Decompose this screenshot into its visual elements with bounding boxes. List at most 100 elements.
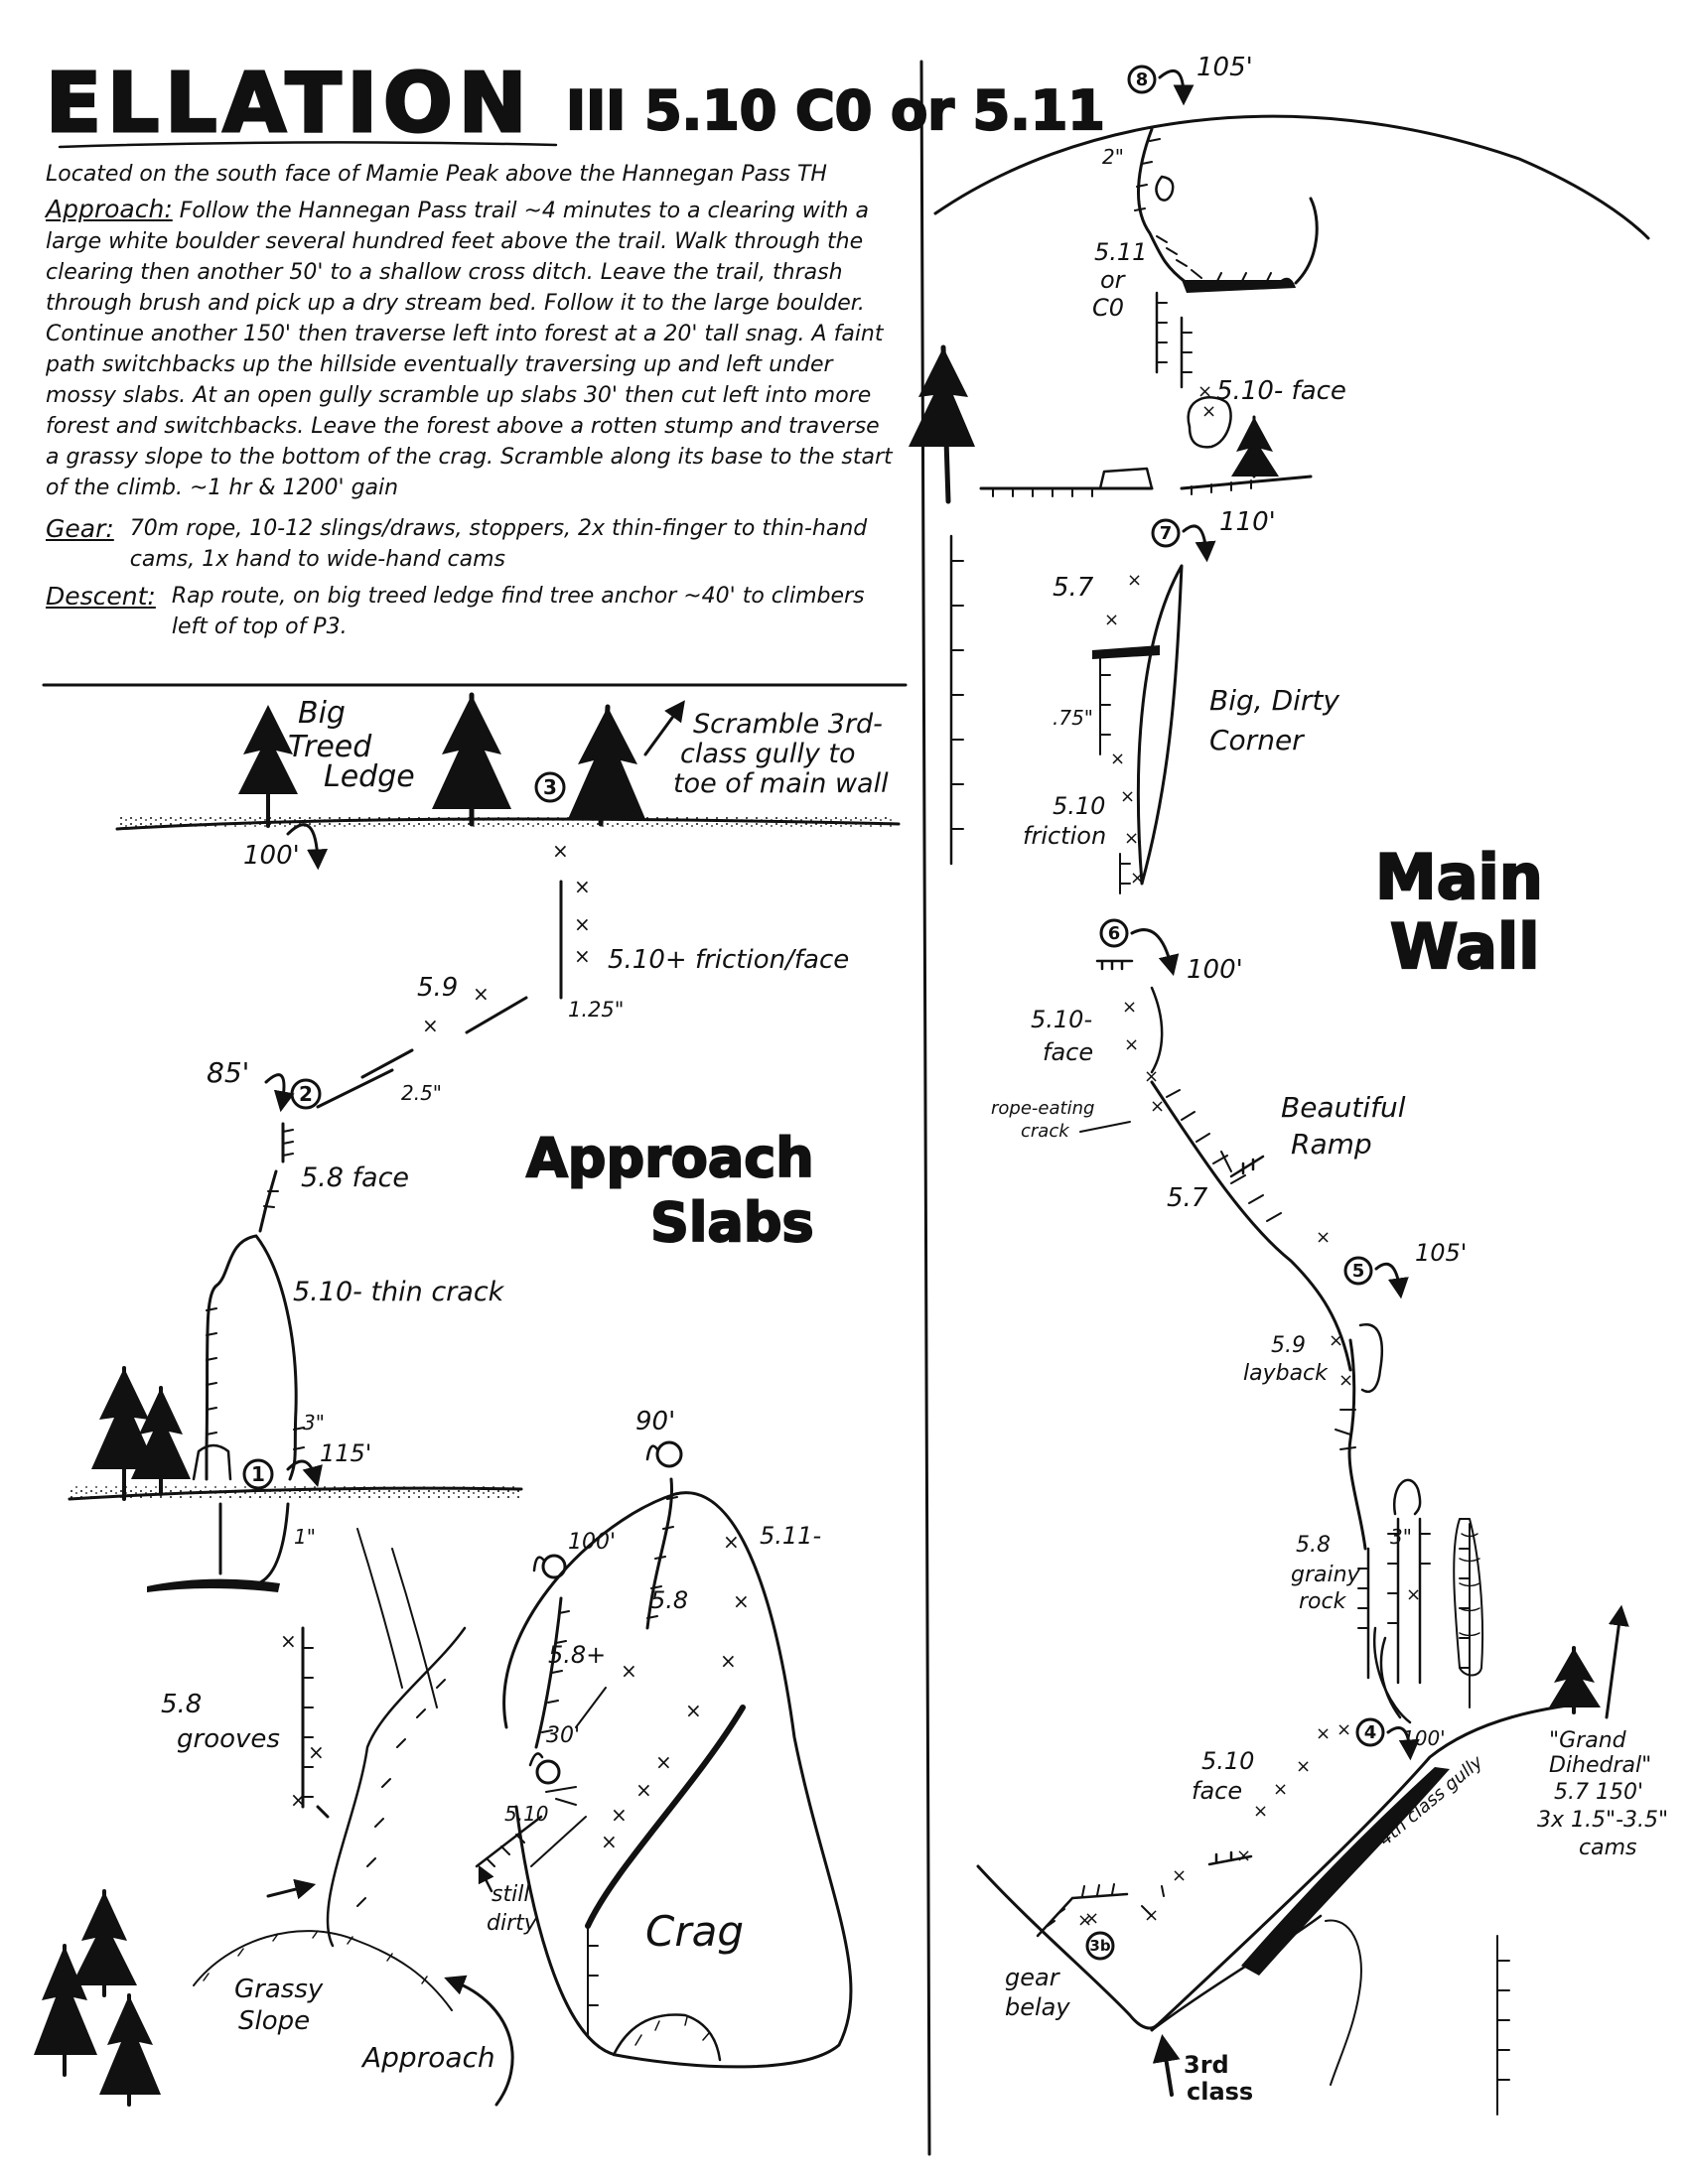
svg-text:×: × — [1110, 749, 1125, 769]
svg-text:×: × — [1077, 1910, 1092, 1931]
svg-text:×: × — [1273, 1779, 1288, 1800]
svg-text:×: × — [655, 1750, 672, 1774]
belay-8-marker — [1127, 65, 1157, 94]
dihedral-flake — [1372, 1626, 1412, 1724]
belay-5-marker — [1343, 1256, 1373, 1286]
svg-text:×: × — [723, 1530, 740, 1554]
tree-icon — [238, 705, 298, 828]
size-3b-label: 3" — [1390, 1525, 1412, 1549]
descent-heading: Descent: — [46, 582, 156, 611]
tree-icon — [71, 1889, 137, 1997]
approach-heading: Approach: — [46, 195, 173, 223]
gear-text: 70m rope, 10-12 slings/draws, stoppers, … — [129, 516, 868, 572]
approach-gully — [976, 1864, 1159, 2030]
svg-text:×: × — [1406, 1584, 1421, 1605]
approach-label: Approach — [360, 2041, 495, 2074]
rappel-arrow — [264, 1073, 295, 1113]
svg-text:×: × — [290, 1788, 307, 1812]
svg-text:×: × — [720, 1649, 737, 1673]
svg-text:×: × — [574, 912, 591, 936]
pitch-2-grade: 5.8 face — [301, 1162, 409, 1193]
grade-511-label: 5.11- — [760, 1522, 821, 1550]
belay-1-number: 1 — [251, 1462, 265, 1486]
svg-text:×: × — [574, 875, 591, 898]
approach-slabs-title: Approach — [526, 1127, 814, 1189]
rappel-100-label: 100' — [243, 841, 300, 871]
location-text: Located on the south face of Mamie Peak … — [46, 162, 827, 187]
pitch-3-size: 1.25" — [568, 998, 624, 1022]
svg-text:×: × — [308, 1740, 325, 1764]
gear-heading: Gear: — [46, 514, 114, 543]
approach-paragraph: Approach: Follow the Hannegan Pass trail… — [46, 194, 900, 503]
belay-8-number: 8 — [1136, 69, 1149, 90]
grade-58-label: 5.8 — [650, 1586, 688, 1614]
svg-text:×: × — [1130, 868, 1145, 888]
crag-label: Crag — [645, 1907, 744, 1956]
svg-text:×: × — [1296, 1756, 1311, 1777]
svg-text:×: × — [473, 982, 490, 1006]
route-58plus — [534, 1596, 563, 1749]
gully-dark-band — [1241, 1767, 1450, 1976]
pitch-1-flake — [205, 1234, 298, 1481]
belay-4-marker — [1355, 1717, 1385, 1747]
main-wall-title-2: Wall — [1390, 910, 1540, 983]
belay-3b-number: 3b — [1089, 1937, 1110, 1955]
grade-57-label: 5.7 — [1053, 573, 1094, 603]
svg-text:×: × — [621, 1659, 637, 1683]
boulder — [612, 2013, 722, 2062]
boulder — [1187, 396, 1232, 449]
svg-text:×: × — [1124, 1034, 1139, 1055]
corner-roof — [1092, 645, 1160, 659]
belay-3b-marker — [1085, 1931, 1115, 1961]
grainy-flake — [1392, 1478, 1422, 1516]
svg-text:×: × — [1124, 828, 1139, 849]
center-divider — [919, 60, 931, 2156]
svg-text:×: × — [1127, 570, 1142, 591]
grand-dihedral-label: "Grand Dihedral" 5.7 150' 3x 1.5"-3.5" c… — [1537, 1728, 1675, 1860]
svg-text:×: × — [1120, 786, 1135, 807]
tree-icon — [909, 344, 975, 504]
belay-7-number: 7 — [1160, 523, 1173, 544]
tree-icon — [1231, 415, 1279, 478]
grade-510-label: 5.10 — [504, 1802, 549, 1826]
belay-5-number: 5 — [1352, 1261, 1365, 1282]
scramble-arrow — [643, 700, 685, 756]
size-2-5-label: 2.5" — [401, 1081, 442, 1105]
svg-text:×: × — [1122, 997, 1137, 1018]
approach-arrow — [266, 1878, 317, 1900]
approach-text: Follow the Hannegan Pass trail ~4 minute… — [46, 199, 893, 500]
belay-2-marker — [290, 1078, 322, 1110]
tree-icon — [568, 704, 645, 827]
svg-text:×: × — [1236, 1845, 1251, 1866]
pitch-3-59: 5.9 — [417, 973, 458, 1003]
approach-arrow — [444, 1975, 514, 2107]
ledge-7 — [979, 475, 1313, 490]
tree-icon — [34, 1944, 97, 2077]
svg-text:×: × — [422, 1014, 439, 1037]
belay-3-marker — [534, 771, 566, 803]
svg-text:×: × — [1201, 401, 1216, 422]
title-block: ELLATION III 5.10 C0 or 5.11 — [45, 56, 1106, 153]
svg-text:×: × — [1336, 1719, 1351, 1740]
svg-text:×: × — [1316, 1227, 1331, 1248]
ramp-57-label: 5.7 — [1167, 1183, 1208, 1213]
svg-text:×: × — [733, 1589, 750, 1613]
svg-text:×: × — [1329, 1330, 1343, 1351]
tree-icon — [1549, 1646, 1601, 1714]
size-2-label: 2" — [1102, 145, 1124, 169]
rap-30-label: 30' — [546, 1723, 580, 1748]
gully-4th-label: 4th class gully — [1375, 1751, 1487, 1850]
boulder — [192, 1443, 232, 1481]
svg-text:×: × — [1150, 1096, 1165, 1117]
